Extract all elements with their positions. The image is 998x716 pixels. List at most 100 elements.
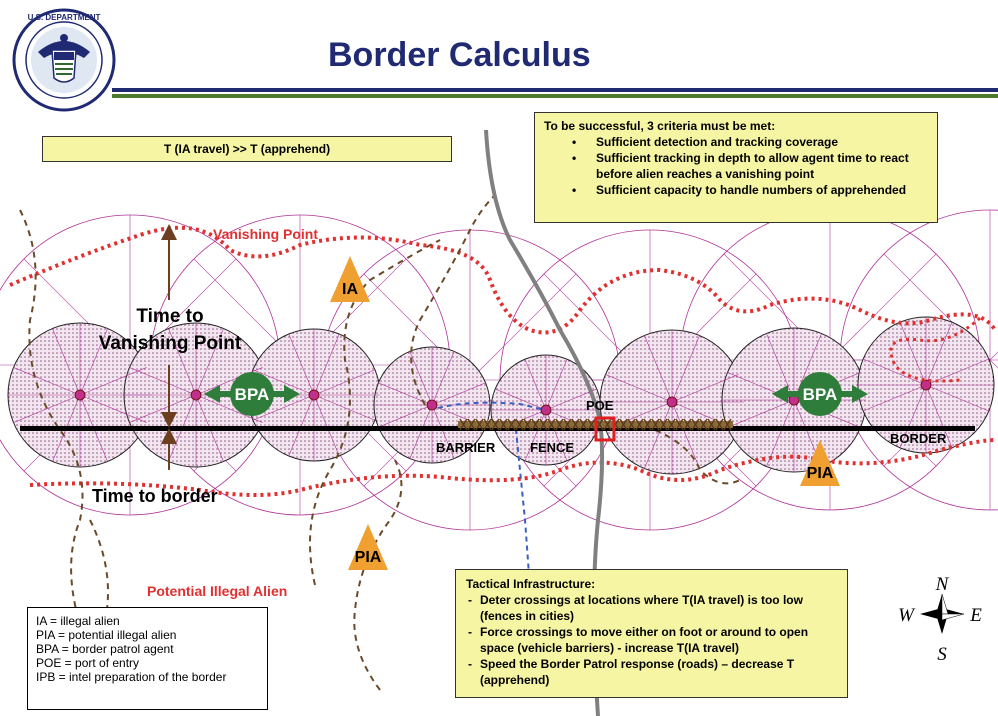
bullet-icon: • [572,183,577,197]
fence-label: FENCE [530,440,574,455]
fence-x [515,418,524,431]
sensor-spoke [252,394,315,421]
sensor-spoke [431,351,455,406]
tactical-item: -Deter crossings at locations where T(IA… [468,593,803,623]
tactical-item: -Force crossings to move either on foot … [468,625,809,655]
vanishing-loop [889,316,982,383]
compass-facet [941,593,949,615]
fence-x [555,418,564,431]
fence-x [571,418,580,431]
fence-x [699,418,708,431]
formula-text: T (IA travel) >> T (apprehend) [163,142,331,156]
bpa-marker-1 [230,372,274,416]
sensor-spoke [671,374,739,403]
tactical-box: Tactical Infrastructure: -Deter crossing… [455,569,848,698]
sensor-spoke [545,409,568,461]
pia-marker-1-label: PIA [807,465,834,482]
sensor-spoke [13,394,81,423]
barrier-line [514,419,531,591]
sensor-spoke [524,409,547,461]
vanishing-line [9,225,997,335]
sensor-spoke [863,358,927,386]
sensor-spoke [605,374,673,403]
time-to-vanishing-label-line1: Time to [136,306,203,327]
sensor-spoke [863,384,927,412]
tactical-item: -Speed the Border Patrol response (roads… [468,657,795,687]
poe-label: POE [586,398,614,413]
criteria-item: •Sufficient detection and tracking cover… [572,135,839,149]
fence-x [659,418,668,431]
bullet-icon: • [572,151,577,165]
bpa-arrow-right [284,385,300,403]
dhs-seal-icon: U.S. DEPARTMENT [12,8,116,112]
sensor-spoke [899,322,927,386]
sensor-spoke [925,384,989,412]
sensor-spoke [495,388,547,411]
fence-x [507,418,516,431]
sensor-spoke [766,399,795,467]
pia-marker-2 [348,524,388,570]
criteria-box: To be successful, 3 criteria must be met… [534,112,938,223]
sensor-spoke [671,335,700,403]
legend-item: IA = illegal alien [36,614,120,628]
fence-x [651,418,660,431]
fence-x [675,418,684,431]
sensor-spoke [899,384,927,448]
pia-marker-1 [800,440,840,486]
sensor-spoke [925,322,953,386]
ia-trail [654,429,741,485]
criteria-list: •Sufficient detection and tracking cover… [544,134,928,198]
sensor-spoke [644,335,673,403]
fence-x [619,418,628,431]
sensor-spoke [313,333,340,396]
sensor-spoke [524,359,547,411]
legend-item: POE = port of entry [36,656,140,670]
formula-box: T (IA travel) >> T (apprehend) [42,136,452,162]
fence-x [643,418,652,431]
fence-x [499,418,508,431]
coverage-spoke [829,253,937,361]
fence-x [547,418,556,431]
sensor-spoke [727,399,795,428]
ia-trail [353,459,403,691]
sensor-spoke [378,404,433,428]
fence-x [683,418,692,431]
ia-marker-label: IA [342,281,358,298]
bullet-icon: • [572,135,577,149]
sensor-node [308,389,320,401]
bpa-marker-2-label: BPA [803,385,838,404]
time-to-border-label: Time to border [92,486,218,506]
ia-trail [19,209,86,641]
sensor-spoke [52,328,81,396]
sensor-node [666,396,678,408]
fence-x [627,418,636,431]
seal-ring-text: U.S. DEPARTMENT [28,13,101,22]
compass-n: N [935,574,950,595]
fence-x [667,418,676,431]
dash-bullet-icon: - [468,625,472,639]
fence-x [587,418,596,431]
pia-marker-2-label: PIA [355,549,382,566]
compass-facet [941,613,965,621]
sensor-spoke [766,333,795,401]
sensor-spoke [129,394,197,423]
fence-x [723,418,732,431]
sensor-node [190,389,202,401]
coverage-spoke [469,273,577,381]
criteria-heading: To be successful, 3 criteria must be met… [544,119,776,133]
sensor-spoke [671,401,700,469]
sensor-spoke [793,333,822,401]
dash-bullet-icon: - [468,593,472,607]
ia-trail [309,239,441,586]
sensor-spoke [545,388,597,411]
sensor-spoke [409,351,433,406]
fence-x [579,418,588,431]
sensor-spoke [925,384,953,448]
fence-x [691,418,700,431]
sensor-spoke [313,394,340,457]
sensor-spoke [13,367,81,396]
ia-trail [89,519,111,711]
fence-x [715,418,724,431]
